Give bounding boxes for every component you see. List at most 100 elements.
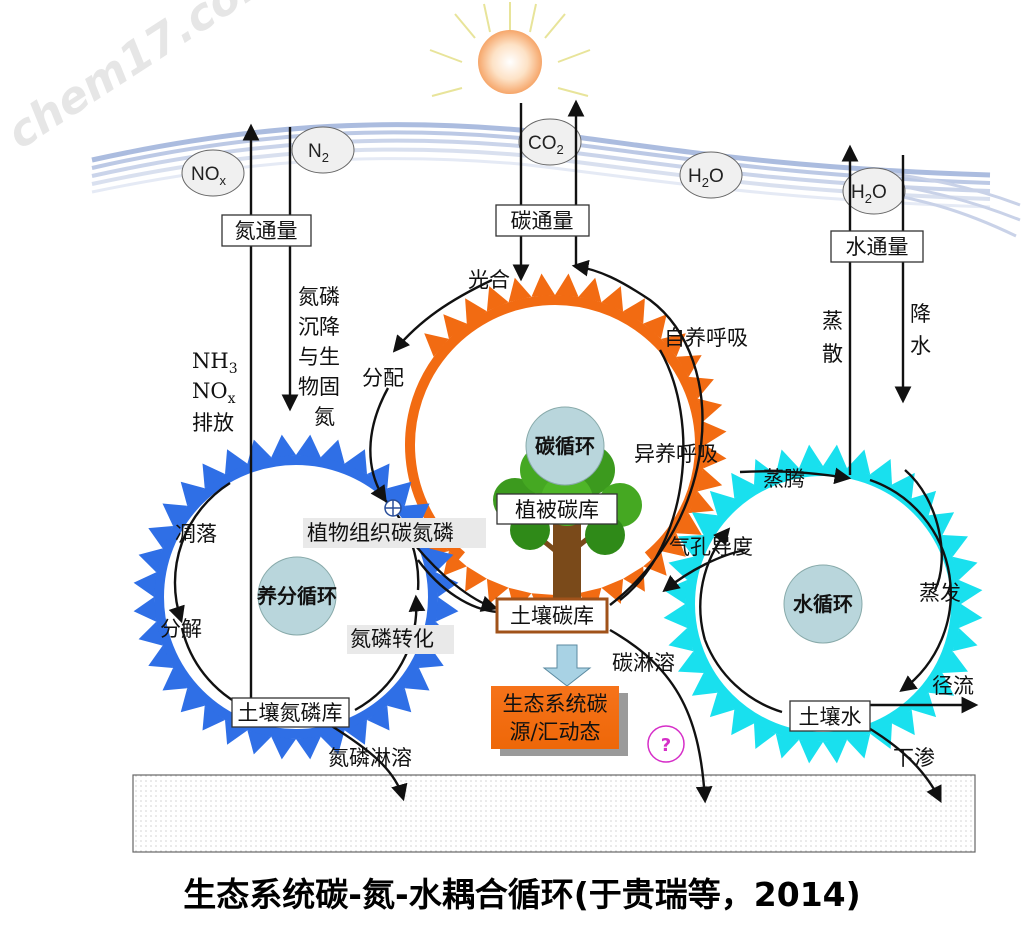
ring-nutrient-tooth <box>271 736 296 760</box>
water-flux-box: 水通量 <box>830 230 924 263</box>
svg-text:氮通量: 氮通量 <box>235 219 298 243</box>
svg-text:CO2: CO2 <box>528 133 564 157</box>
ring-nutrient-tooth <box>404 668 430 691</box>
ring-water-tooth <box>958 580 983 604</box>
ring-water-tooth <box>823 444 847 469</box>
vegetation-carbon-pool: 植被碳库 <box>496 493 618 525</box>
ring-water-tooth <box>754 723 776 749</box>
ring-water-tooth <box>928 673 955 696</box>
ring-water-tooth <box>952 556 978 580</box>
ring-nutrient-tooth <box>344 720 367 745</box>
svg-text:?: ? <box>661 735 671 756</box>
svg-text:源/汇动态: 源/汇动态 <box>509 720 600 744</box>
ring-nutrient-tooth <box>296 434 321 458</box>
svg-text:与生: 与生 <box>298 345 340 369</box>
ring-nutrient-tooth <box>133 572 157 597</box>
svg-text:碳循环: 碳循环 <box>535 434 595 458</box>
ring-carbon-tooth <box>531 273 555 297</box>
ring-carbon-tooth <box>643 314 667 339</box>
label-allocation: 分配 <box>362 366 404 390</box>
svg-text:H2O: H2O <box>688 166 724 190</box>
svg-text:生态系统碳: 生态系统碳 <box>503 692 608 716</box>
soil-np-pool: 土壤氮磷库 <box>231 697 350 728</box>
ring-carbon-tooth <box>601 286 624 312</box>
ring-carbon-tooth <box>676 355 702 377</box>
question-marker: ? <box>647 725 685 763</box>
label-plant-tissue: 植物组织碳氮磷 <box>307 521 454 545</box>
label-heterotrophic: 异养呼吸 <box>634 442 718 466</box>
svg-text:土壤水: 土壤水 <box>799 705 862 729</box>
ring-nutrient-tooth <box>419 645 444 668</box>
ring-carbon-tooth <box>703 445 727 469</box>
ring-water-tooth <box>847 449 871 475</box>
ring-carbon-tooth <box>465 566 487 592</box>
ring-water-tooth <box>663 604 688 628</box>
ring-nutrient-tooth <box>148 645 173 668</box>
svg-text:H2O: H2O <box>851 182 887 206</box>
label-evapotranspiration: 蒸 散 <box>822 309 843 366</box>
co2-bubble: CO2 <box>518 118 582 166</box>
ring-carbon-tooth <box>465 298 487 324</box>
water-cycle-arrow <box>699 527 731 641</box>
stomata-arrow <box>662 548 746 593</box>
ring-water-tooth <box>775 733 799 759</box>
label-photosynthesis: 光合 <box>468 268 510 292</box>
label-emission: NH3 NOx 排放 <box>192 349 238 435</box>
ring-carbon-tooth <box>623 298 645 324</box>
nutrient-cycle-arrow <box>168 481 231 624</box>
label-stomatal: 气孔导度 <box>669 535 753 559</box>
water-cycle-arrow <box>703 639 783 714</box>
water-cycle-core: 水循环 <box>783 564 863 644</box>
svg-text:N2: N2 <box>308 141 329 165</box>
ring-carbon-tooth <box>643 551 667 576</box>
svg-text:植被碳库: 植被碳库 <box>515 498 599 522</box>
svg-text:碳通量: 碳通量 <box>511 209 574 233</box>
nutrient-cycle-core: 养分循环 <box>256 556 337 636</box>
ring-nutrient-tooth <box>320 730 345 755</box>
svg-text:排放: 排放 <box>192 411 234 435</box>
ring-nutrient-tooth <box>271 434 296 458</box>
ring-carbon-tooth <box>623 566 645 592</box>
label-c-leaching: 碳淋溶 <box>612 651 675 675</box>
ring-carbon-tooth <box>688 376 714 399</box>
ring-nutrient-tooth <box>133 597 157 622</box>
svg-text:氮磷: 氮磷 <box>298 285 340 309</box>
ring-nutrient-tooth <box>367 705 390 731</box>
sun-icon <box>429 2 591 97</box>
ring-carbon-tooth <box>661 333 686 357</box>
ground-layer <box>132 774 976 853</box>
ring-carbon-tooth <box>676 513 702 535</box>
svg-text:散: 散 <box>822 342 843 366</box>
ring-nutrient-tooth <box>247 730 272 755</box>
soil-carbon-pool: 土壤碳库 <box>495 597 609 634</box>
ring-water-tooth <box>775 449 799 475</box>
svg-text:NOx: NOx <box>191 164 227 188</box>
svg-text:水通量: 水通量 <box>846 235 909 259</box>
h2o-bubble-left: H2O <box>679 151 743 199</box>
ring-water-tooth <box>870 459 892 485</box>
h2o-bubble-right: H2O <box>842 167 906 215</box>
label-decomposition: 分解 <box>160 617 202 641</box>
ring-nutrient-tooth <box>162 503 188 526</box>
ring-carbon-tooth <box>578 277 602 303</box>
ring-water-tooth <box>691 512 718 535</box>
plus-marker-icon <box>384 499 402 517</box>
ring-nutrient-tooth <box>138 621 163 646</box>
soil-to-plant-arrow <box>414 544 499 612</box>
source-sink-box: 生态系统碳 源/汇动态 <box>491 686 628 756</box>
ring-nutrient-tooth <box>225 449 248 474</box>
water-cycle-arrow <box>869 478 952 692</box>
ring-water-tooth <box>892 709 915 736</box>
ring-water-tooth <box>709 490 735 516</box>
ring-nutrient-tooth <box>202 705 225 731</box>
ring-nutrient-tooth <box>435 572 459 597</box>
ring-carbon-tooth <box>486 286 509 312</box>
label-precipitation: 降 水 <box>910 302 931 358</box>
water-recycle-arrow <box>904 469 943 591</box>
ring-nutrient-tooth <box>435 597 459 622</box>
ring-carbon-tooth <box>555 273 579 297</box>
ring-water-band <box>685 466 961 742</box>
carbon-allocation-arrow <box>369 387 390 503</box>
ring-water-tooth <box>731 709 754 736</box>
